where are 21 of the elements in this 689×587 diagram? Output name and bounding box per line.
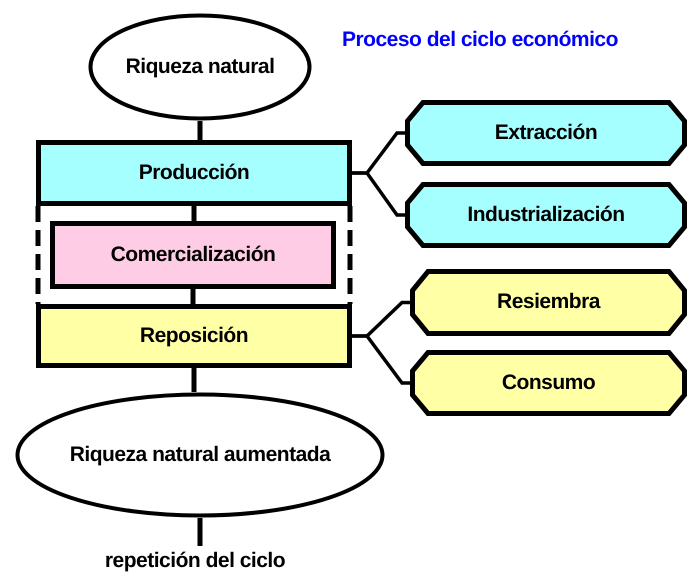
- node-label: Riqueza natural: [126, 54, 274, 80]
- connector-line: [352, 334, 410, 385]
- process-box: [36, 304, 352, 368]
- connector-line: [198, 121, 202, 140]
- node-label: Resiembra: [497, 289, 600, 316]
- node-label: Extracción: [494, 120, 598, 146]
- diagram-title: Proceso del ciclo económico: [342, 28, 618, 52]
- node-label: Consumo: [502, 370, 596, 396]
- connector-line: [192, 206, 196, 221]
- node-label: Comercialización: [110, 242, 276, 268]
- connector-line: [192, 368, 196, 392]
- process-box: [36, 140, 352, 206]
- node-label: Producción: [138, 160, 250, 186]
- connector-line: [190, 289, 196, 304]
- connector-line: [352, 171, 405, 217]
- process-box: [50, 221, 336, 289]
- node-label: Riqueza natural aumentada: [70, 442, 330, 468]
- node-label: Reposición: [140, 322, 248, 349]
- cycle-label: repetición del ciclo: [70, 542, 320, 580]
- node-label: Industrialización: [467, 202, 625, 228]
- connector-line: [198, 518, 202, 546]
